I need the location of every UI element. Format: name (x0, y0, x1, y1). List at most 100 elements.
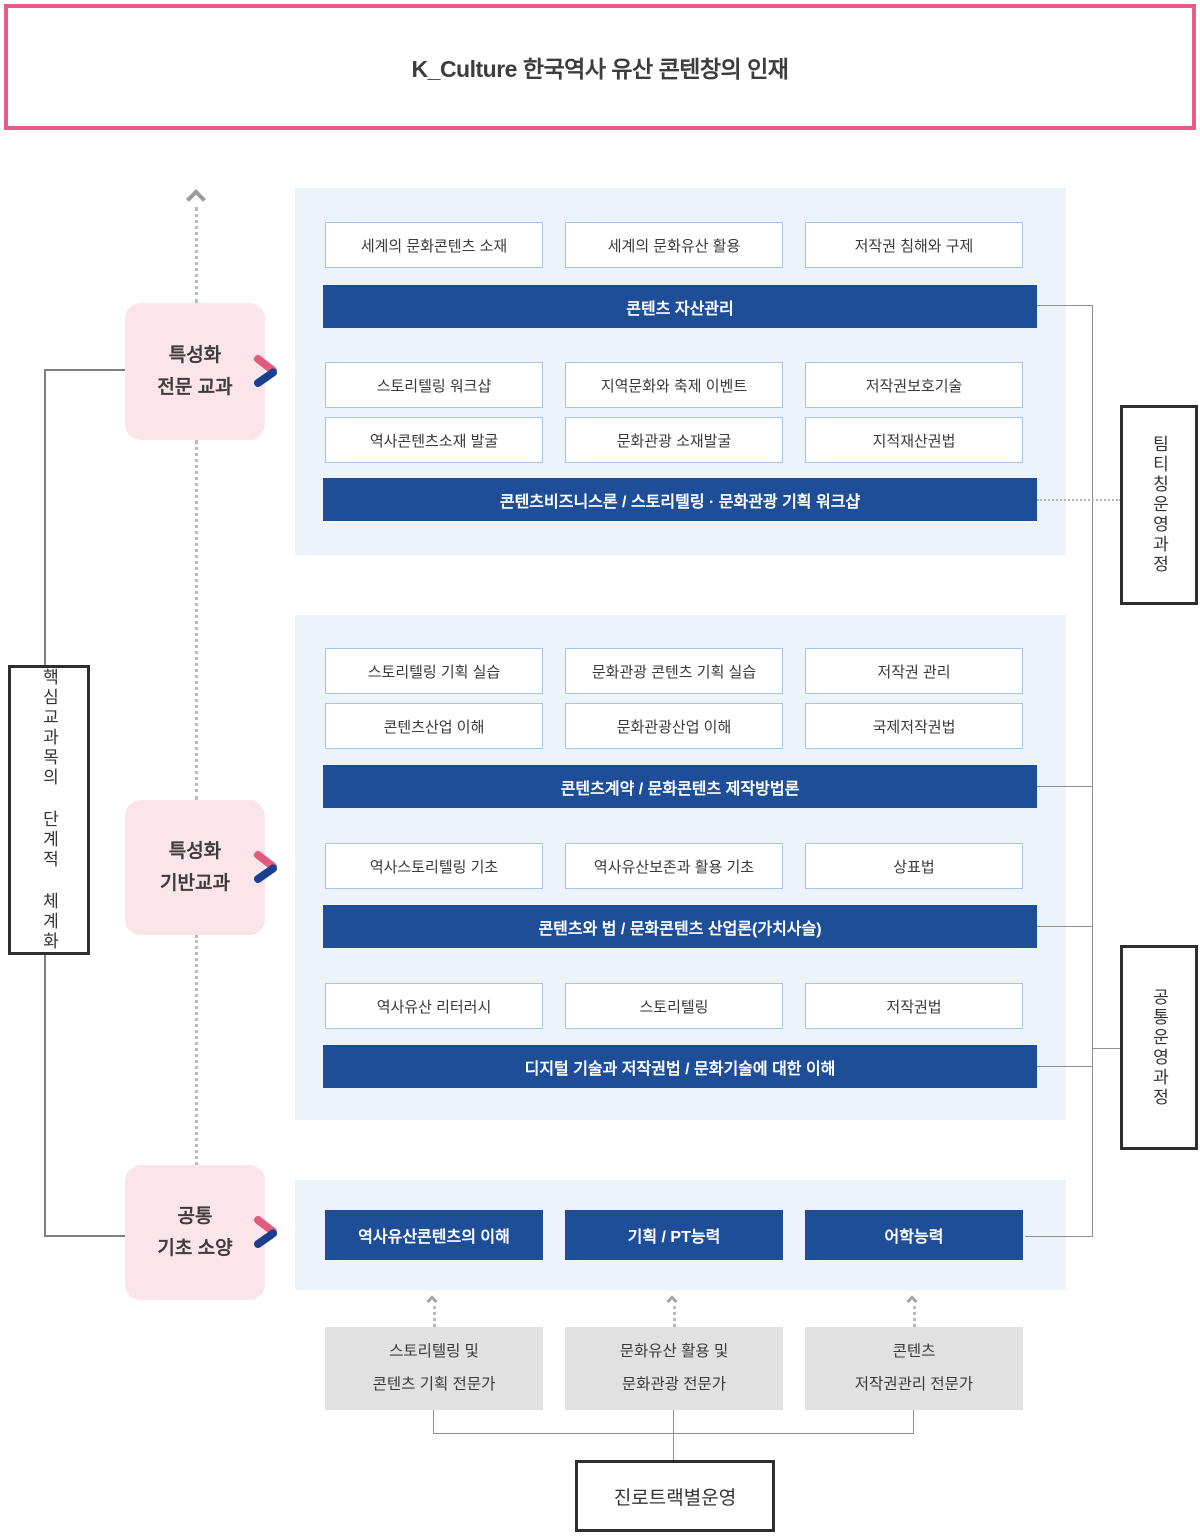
course-box: 문화관광 콘텐츠 기획 실습 (565, 648, 783, 694)
course-box: 지역문화와 축제 이벤트 (565, 362, 783, 408)
chevron-right-icon (254, 851, 277, 883)
course-label: 지역문화와 축제 이벤트 (600, 377, 748, 395)
basic-competency-box: 어학능력 (805, 1210, 1023, 1260)
core-course-axis-label: 핵심교과목의 단계적 체계화 (39, 668, 59, 952)
career-track-operation-box: 진로트랙별운영 (575, 1460, 775, 1532)
team-teaching-course-box: 팀티칭운영과정 (1120, 405, 1198, 605)
connector-line (913, 1410, 914, 1433)
core-course-axis-box: 핵심교과목의 단계적 체계화 (8, 665, 90, 955)
course-label: 문화관광 소재발굴 (616, 432, 732, 450)
course-label: 문화관광산업 이해 (616, 718, 732, 736)
course-label: 스토리텔링 (639, 998, 709, 1016)
core-course-bar: 콘텐츠 자산관리 (323, 285, 1037, 328)
career-label-line: 콘텐츠 (892, 1342, 936, 1360)
course-box: 문화관광 소재발굴 (565, 417, 783, 463)
course-label: 역사콘텐츠소재 발굴 (369, 432, 499, 450)
course-label: 저작권법 (886, 998, 942, 1016)
course-box: 세계의 문화콘텐츠 소재 (325, 222, 543, 268)
connector-line (1037, 786, 1092, 787)
basic-competency-box: 역사유산콘텐츠의 이해 (325, 1210, 543, 1260)
core-course-bar: 콘텐츠계약 / 문화콘텐츠 제작방법론 (323, 765, 1037, 808)
course-label: 지적재산권법 (872, 432, 956, 450)
course-label: 국제저작권법 (872, 718, 956, 736)
course-box: 콘텐츠산업 이해 (325, 703, 543, 749)
course-box: 문화관광산업 이해 (565, 703, 783, 749)
course-box: 스토리텔링 워크샵 (325, 362, 543, 408)
course-box: 저작권 침해와 구제 (805, 222, 1023, 268)
header-banner: K_Culture 한국역사 유산 콘텐창의 인재 (4, 4, 1196, 130)
course-box: 스토리텔링 기획 실습 (325, 648, 543, 694)
stage-dotted-line (195, 440, 198, 800)
career-dotted-line (673, 1306, 676, 1327)
up-arrow-icon (906, 1295, 918, 1307)
career-label-line: 문화관광 전문가 (621, 1375, 727, 1393)
connector-line (1037, 305, 1092, 306)
up-arrow-icon (186, 189, 206, 209)
career-label-line: 스토리텔링 및 (389, 1342, 479, 1360)
left-bracket-bottom-line (44, 1235, 125, 1237)
course-box: 상표법 (805, 843, 1023, 889)
course-box: 역사콘텐츠소재 발굴 (325, 417, 543, 463)
course-label: 세계의 문화유산 활용 (607, 237, 741, 255)
course-box: 역사유산보존과 활용 기초 (565, 843, 783, 889)
career-track-box: 콘텐츠 저작권관리 전문가 (805, 1327, 1023, 1410)
chevron-right-icon (254, 1216, 277, 1248)
category-label-line: 특성화 (168, 345, 222, 367)
career-track-box: 스토리텔링 및 콘텐츠 기획 전문가 (325, 1327, 543, 1410)
course-label: 세계의 문화콘텐츠 소재 (360, 237, 508, 255)
core-course-label: 콘텐츠와 법 / 문화콘텐츠 산업론(가치사슬) (538, 920, 822, 938)
career-label-line: 저작권관리 전문가 (854, 1375, 974, 1393)
course-box: 저작권보호기술 (805, 362, 1023, 408)
category-box-common-basic: 공통 기초 소양 (125, 1165, 265, 1300)
career-label-line: 콘텐츠 기획 전문가 (372, 1375, 496, 1393)
category-box-specialized-advanced: 특성화 전문 교과 (125, 303, 265, 440)
up-arrow-icon (426, 1295, 438, 1307)
core-course-bar: 콘텐츠와 법 / 문화콘텐츠 산업론(가치사슬) (323, 905, 1037, 948)
course-label: 문화관광 콘텐츠 기획 실습 (591, 663, 757, 681)
course-box: 세계의 문화유산 활용 (565, 222, 783, 268)
core-course-bar: 콘텐츠비즈니스론 / 스토리텔링 · 문화관광 기획 워크샵 (323, 478, 1037, 521)
course-box: 역사유산 리터러시 (325, 983, 543, 1029)
competency-label: 기획 / PT능력 (627, 1229, 721, 1246)
career-dotted-line (913, 1306, 916, 1327)
page-title: K_Culture 한국역사 유산 콘텐창의 인재 (411, 56, 789, 82)
connector-line (673, 1433, 674, 1460)
stage-dotted-line (195, 207, 198, 303)
connector-line (1037, 926, 1092, 927)
course-label: 저작권보호기술 (865, 377, 963, 395)
career-dotted-line (433, 1306, 436, 1327)
connector-line (1025, 1236, 1092, 1237)
common-operation-course-label: 공통운영과정 (1149, 987, 1169, 1108)
connector-line (433, 1410, 434, 1433)
right-trunk-line (1092, 305, 1093, 1237)
category-label-line: 기초 소양 (157, 1237, 233, 1259)
course-box: 저작권 관리 (805, 648, 1023, 694)
career-label-line: 문화유산 활용 및 (619, 1342, 729, 1360)
common-operation-course-box: 공통운영과정 (1120, 945, 1198, 1150)
category-label-line: 전문 교과 (157, 376, 233, 398)
course-box: 지적재산권법 (805, 417, 1023, 463)
course-box: 국제저작권법 (805, 703, 1023, 749)
career-track-box: 문화유산 활용 및 문화관광 전문가 (565, 1327, 783, 1410)
category-label-line: 공통 (177, 1206, 213, 1228)
left-bracket-top-line (44, 369, 125, 371)
connector-line (1092, 1048, 1121, 1049)
course-label: 역사유산보존과 활용 기초 (593, 858, 755, 876)
course-label: 역사유산 리터러시 (376, 998, 492, 1016)
course-box: 역사스토리텔링 기초 (325, 843, 543, 889)
competency-label: 어학능력 (884, 1229, 944, 1246)
course-label: 역사스토리텔링 기초 (369, 858, 499, 876)
connector-dotted-line (1037, 499, 1121, 501)
category-label-line: 특성화 (168, 841, 222, 863)
core-course-label: 콘텐츠 자산관리 (626, 300, 734, 318)
connector-line (1037, 1066, 1092, 1067)
course-label: 저작권 관리 (877, 663, 951, 681)
course-label: 스토리텔링 기획 실습 (367, 663, 501, 681)
team-teaching-course-label: 팀티칭운영과정 (1149, 435, 1169, 575)
chevron-right-icon (254, 355, 277, 387)
career-track-operation-label: 진로트랙별운영 (613, 1487, 737, 1509)
basic-competency-box: 기획 / PT능력 (565, 1210, 783, 1260)
course-box: 저작권법 (805, 983, 1023, 1029)
course-box: 스토리텔링 (565, 983, 783, 1029)
